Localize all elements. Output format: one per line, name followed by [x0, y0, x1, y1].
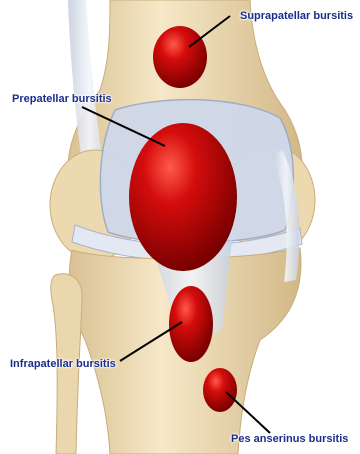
pes-anserinus-label: Pes anserinus bursitis [231, 433, 348, 446]
suprapatellar-label: Suprapatellar bursitis [240, 10, 353, 23]
prepatellar-label: Prepatellar bursitis [12, 93, 112, 106]
pes-anserinus-bursa [203, 368, 237, 412]
suprapatellar-bursa [153, 26, 207, 88]
infrapatellar-label: Infrapatellar bursitis [10, 358, 116, 371]
infrapatellar-bursa [169, 286, 213, 362]
prepatellar-bursa [129, 123, 237, 271]
